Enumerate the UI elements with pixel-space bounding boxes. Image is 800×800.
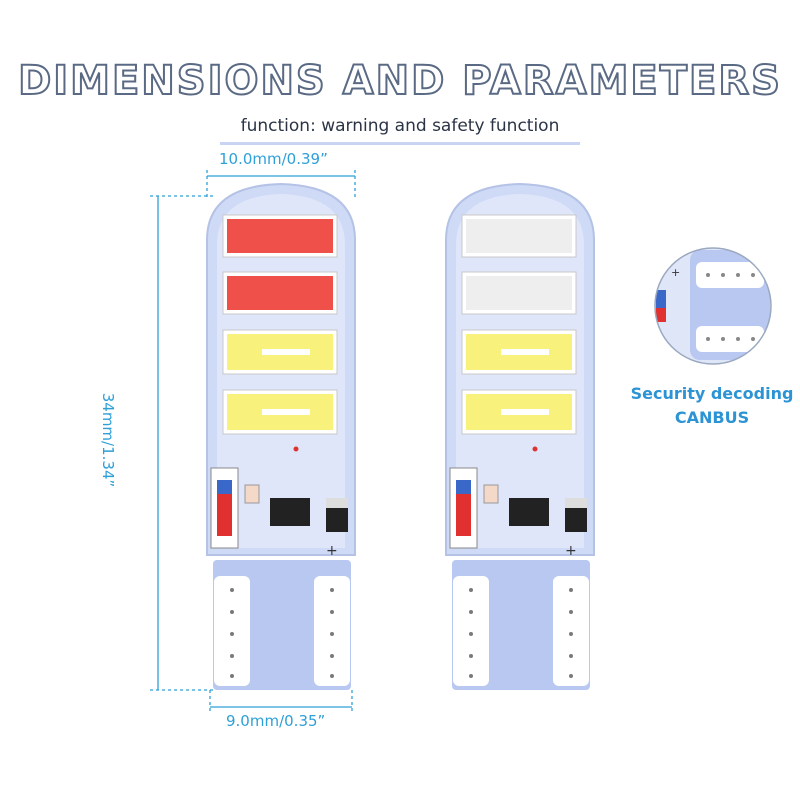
subtitle-underline xyxy=(220,142,580,145)
dimension-lines xyxy=(150,170,356,712)
led-chip-red xyxy=(227,276,333,310)
led-chip-red xyxy=(227,219,333,253)
svg-text:+: + xyxy=(326,543,338,559)
led-chip-white xyxy=(466,219,572,253)
ic-chip xyxy=(270,498,310,526)
bulb-red-yellow: + xyxy=(206,182,356,690)
ic-chip xyxy=(509,498,549,526)
bulb-white-yellow: + xyxy=(445,182,595,690)
base-contact xyxy=(314,576,350,686)
base-contact xyxy=(453,576,489,686)
feature-line-1: Security decoding xyxy=(630,384,794,403)
width-top-label: 10.0mm/0.39” xyxy=(219,150,328,168)
subtitle: function: warning and safety function xyxy=(240,116,560,136)
magnified-detail: + xyxy=(654,247,772,365)
svg-text:+: + xyxy=(565,543,577,559)
height-label: 34mm/1.34” xyxy=(99,392,117,488)
base-contact xyxy=(214,576,250,686)
base-contact xyxy=(553,576,589,686)
width-bottom-label: 9.0mm/0.35” xyxy=(226,712,326,730)
led-chip-white xyxy=(466,276,572,310)
feature-line-2: CANBUS xyxy=(674,408,750,427)
page-title: DIMENSIONS AND PARAMETERS xyxy=(17,57,782,105)
svg-text:+: + xyxy=(671,266,680,279)
